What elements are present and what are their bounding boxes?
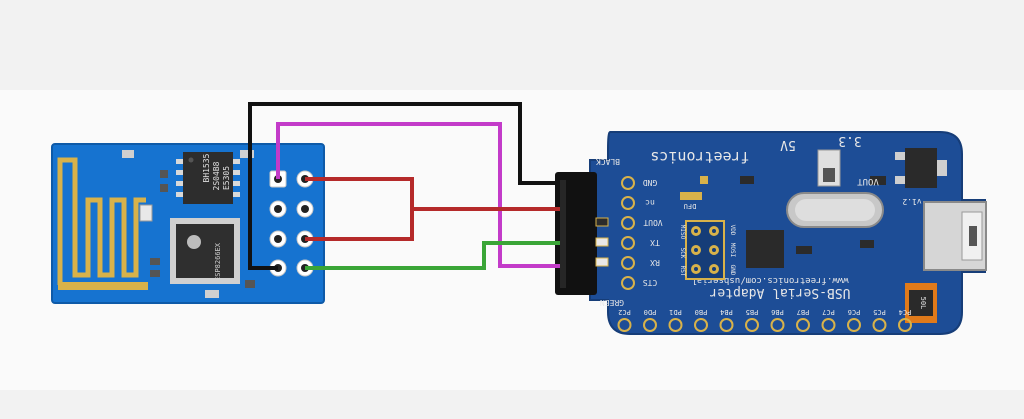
smd-component: [150, 258, 160, 265]
usb-serial-adapter: freetronics USB-Serial Adapter www.freet…: [555, 131, 987, 335]
bottom-pin: [617, 318, 632, 332]
microcontroller-chip: [746, 230, 784, 268]
bottom-pin-label: PB6: [771, 308, 784, 316]
smd-component: [700, 176, 708, 184]
label-black: BLACK: [596, 157, 620, 166]
voltage-regulator: [895, 148, 947, 188]
bottom-pin: [694, 318, 708, 332]
label-cts: CTS: [643, 278, 658, 287]
version-label: v1.2: [902, 197, 921, 206]
micro-usb-connector: [923, 201, 987, 271]
bottom-pin: [770, 318, 785, 332]
bottom-pin-row: PC4 PC5 PC6 PC7 PB7 PB6 PB5 PB4 PB0 PD1 PD0 PC2: [617, 308, 912, 332]
icsp-miso: MISO: [679, 225, 686, 240]
dfu-label: DFU: [684, 202, 697, 210]
label-nc: nc: [645, 198, 655, 207]
flash-chip: BH1535 2S04B8 E5305: [176, 152, 240, 204]
esp-chip-label: ESP8266EX: [214, 242, 222, 281]
magenta-wire: [276, 122, 560, 268]
rx-led: [595, 257, 609, 267]
bottom-pin-label: PB0: [695, 308, 708, 316]
bottom-pin: [643, 318, 657, 332]
flash-label-1: BH1535: [202, 153, 211, 182]
bottom-pin-label: PB7: [797, 308, 810, 316]
smd-component: [245, 280, 255, 288]
fuse-label: 50L: [919, 297, 927, 310]
smd-component: [150, 270, 160, 277]
switch-label-33: 3.3: [838, 133, 861, 148]
label-green: GREEN: [600, 298, 624, 307]
green-wire: [305, 241, 560, 270]
bottom-pin-label: PC6: [848, 308, 861, 316]
icsp-sck: SCK: [679, 248, 686, 259]
url-label: www.freetronics.com/usbserial: [691, 275, 848, 285]
icsp-rst: RST: [679, 266, 686, 277]
bottom-pin: [719, 318, 734, 332]
wires: [248, 102, 560, 270]
bottom-pin: [872, 318, 887, 332]
flash-label-3: E5305: [222, 166, 231, 190]
label-gnd: GND: [643, 178, 658, 187]
smd-component: [240, 150, 254, 158]
icsp-header: MISO SCK RST VDD MOSI GND: [679, 220, 736, 280]
switch-label-5v: 5V: [780, 137, 796, 152]
bottom-pin-label: PC4: [899, 308, 912, 316]
bottom-pin: [796, 318, 810, 332]
vout-label: VOUT: [857, 176, 879, 186]
adapter-pcb: [589, 131, 986, 335]
brand-label: freetronics: [650, 148, 749, 166]
adapter-header-pins: [621, 176, 635, 290]
smd-component: [122, 150, 134, 158]
bottom-pin: [898, 318, 912, 332]
icsp-vdd: VDD: [729, 225, 736, 236]
dfu-pads: [680, 192, 702, 200]
label-tx: TX: [650, 238, 660, 247]
espressif-logo-icon: [187, 235, 201, 249]
bottom-pin-label: PC5: [873, 308, 886, 316]
smd-component: [870, 176, 886, 185]
esp-pin-header: [266, 168, 322, 277]
bottom-pin-label: PD0: [644, 308, 657, 316]
smd-component: [205, 290, 219, 298]
black-wire: [248, 102, 560, 270]
bottom-pin-label: PB5: [746, 308, 759, 316]
red-wire: [305, 177, 560, 241]
smd-component: [139, 204, 153, 222]
smd-component: [160, 170, 168, 178]
label-rx: RX: [650, 258, 660, 267]
smd-component: [860, 240, 874, 248]
bottom-pin: [668, 318, 683, 332]
bottom-pin: [745, 318, 759, 332]
pcb-antenna-trace: [57, 157, 146, 285]
label-vout: VOUT: [643, 218, 662, 227]
bottom-pin-label: PB4: [720, 308, 733, 316]
icsp-gnd: GND: [729, 265, 736, 276]
smd-component: [160, 184, 168, 192]
fuse-component: 50L: [905, 283, 937, 323]
smd-component: [595, 217, 609, 227]
tx-led: [595, 237, 609, 247]
flash-label-2: 2S04B8: [212, 161, 221, 190]
bottom-pin-label: PC7: [822, 308, 835, 316]
bottom-pin: [847, 318, 861, 332]
icsp-mosi: MOSI: [729, 243, 736, 258]
bottom-pin-label: PD1: [669, 308, 682, 316]
flash-chip-pins: [176, 159, 240, 197]
bottom-pin-label: PC2: [618, 308, 631, 316]
antenna-pad: [58, 282, 148, 290]
esp01-module: BH1535 2S04B8 E5305 ESP8266EX: [51, 143, 325, 304]
voltage-switch: 3.3 5V: [780, 133, 862, 187]
bottom-pin: [821, 318, 836, 332]
smd-component: [740, 176, 754, 184]
smd-component: [796, 246, 812, 254]
esp8266-chip: ESP8266EX: [170, 218, 240, 284]
product-label: USB-Serial Adapter: [709, 285, 850, 300]
